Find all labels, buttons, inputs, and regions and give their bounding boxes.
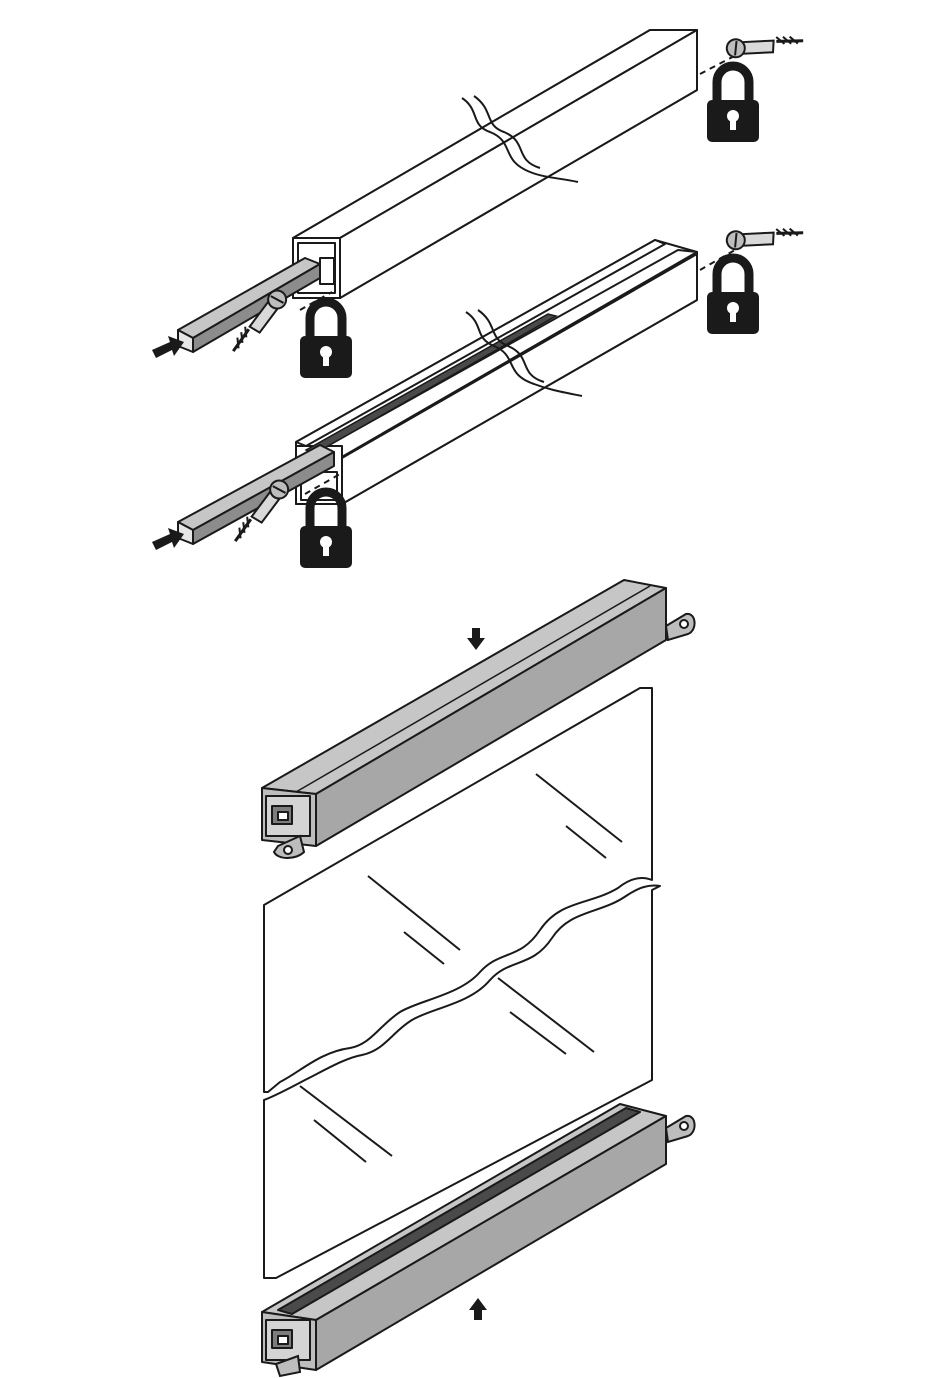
step-3-glass-panel-assembly: [262, 580, 695, 1376]
step-1-top-channel-assembly: [152, 11, 803, 378]
padlock-locked-icon: [707, 258, 759, 334]
padlock-locked-icon: [300, 302, 352, 378]
arrow-down-icon: [467, 628, 485, 650]
glide-rail: [178, 258, 320, 352]
step-2-track-channel-assembly: [152, 203, 803, 568]
arrow-up-icon: [469, 1298, 487, 1320]
padlock-locked-icon: [707, 66, 759, 142]
